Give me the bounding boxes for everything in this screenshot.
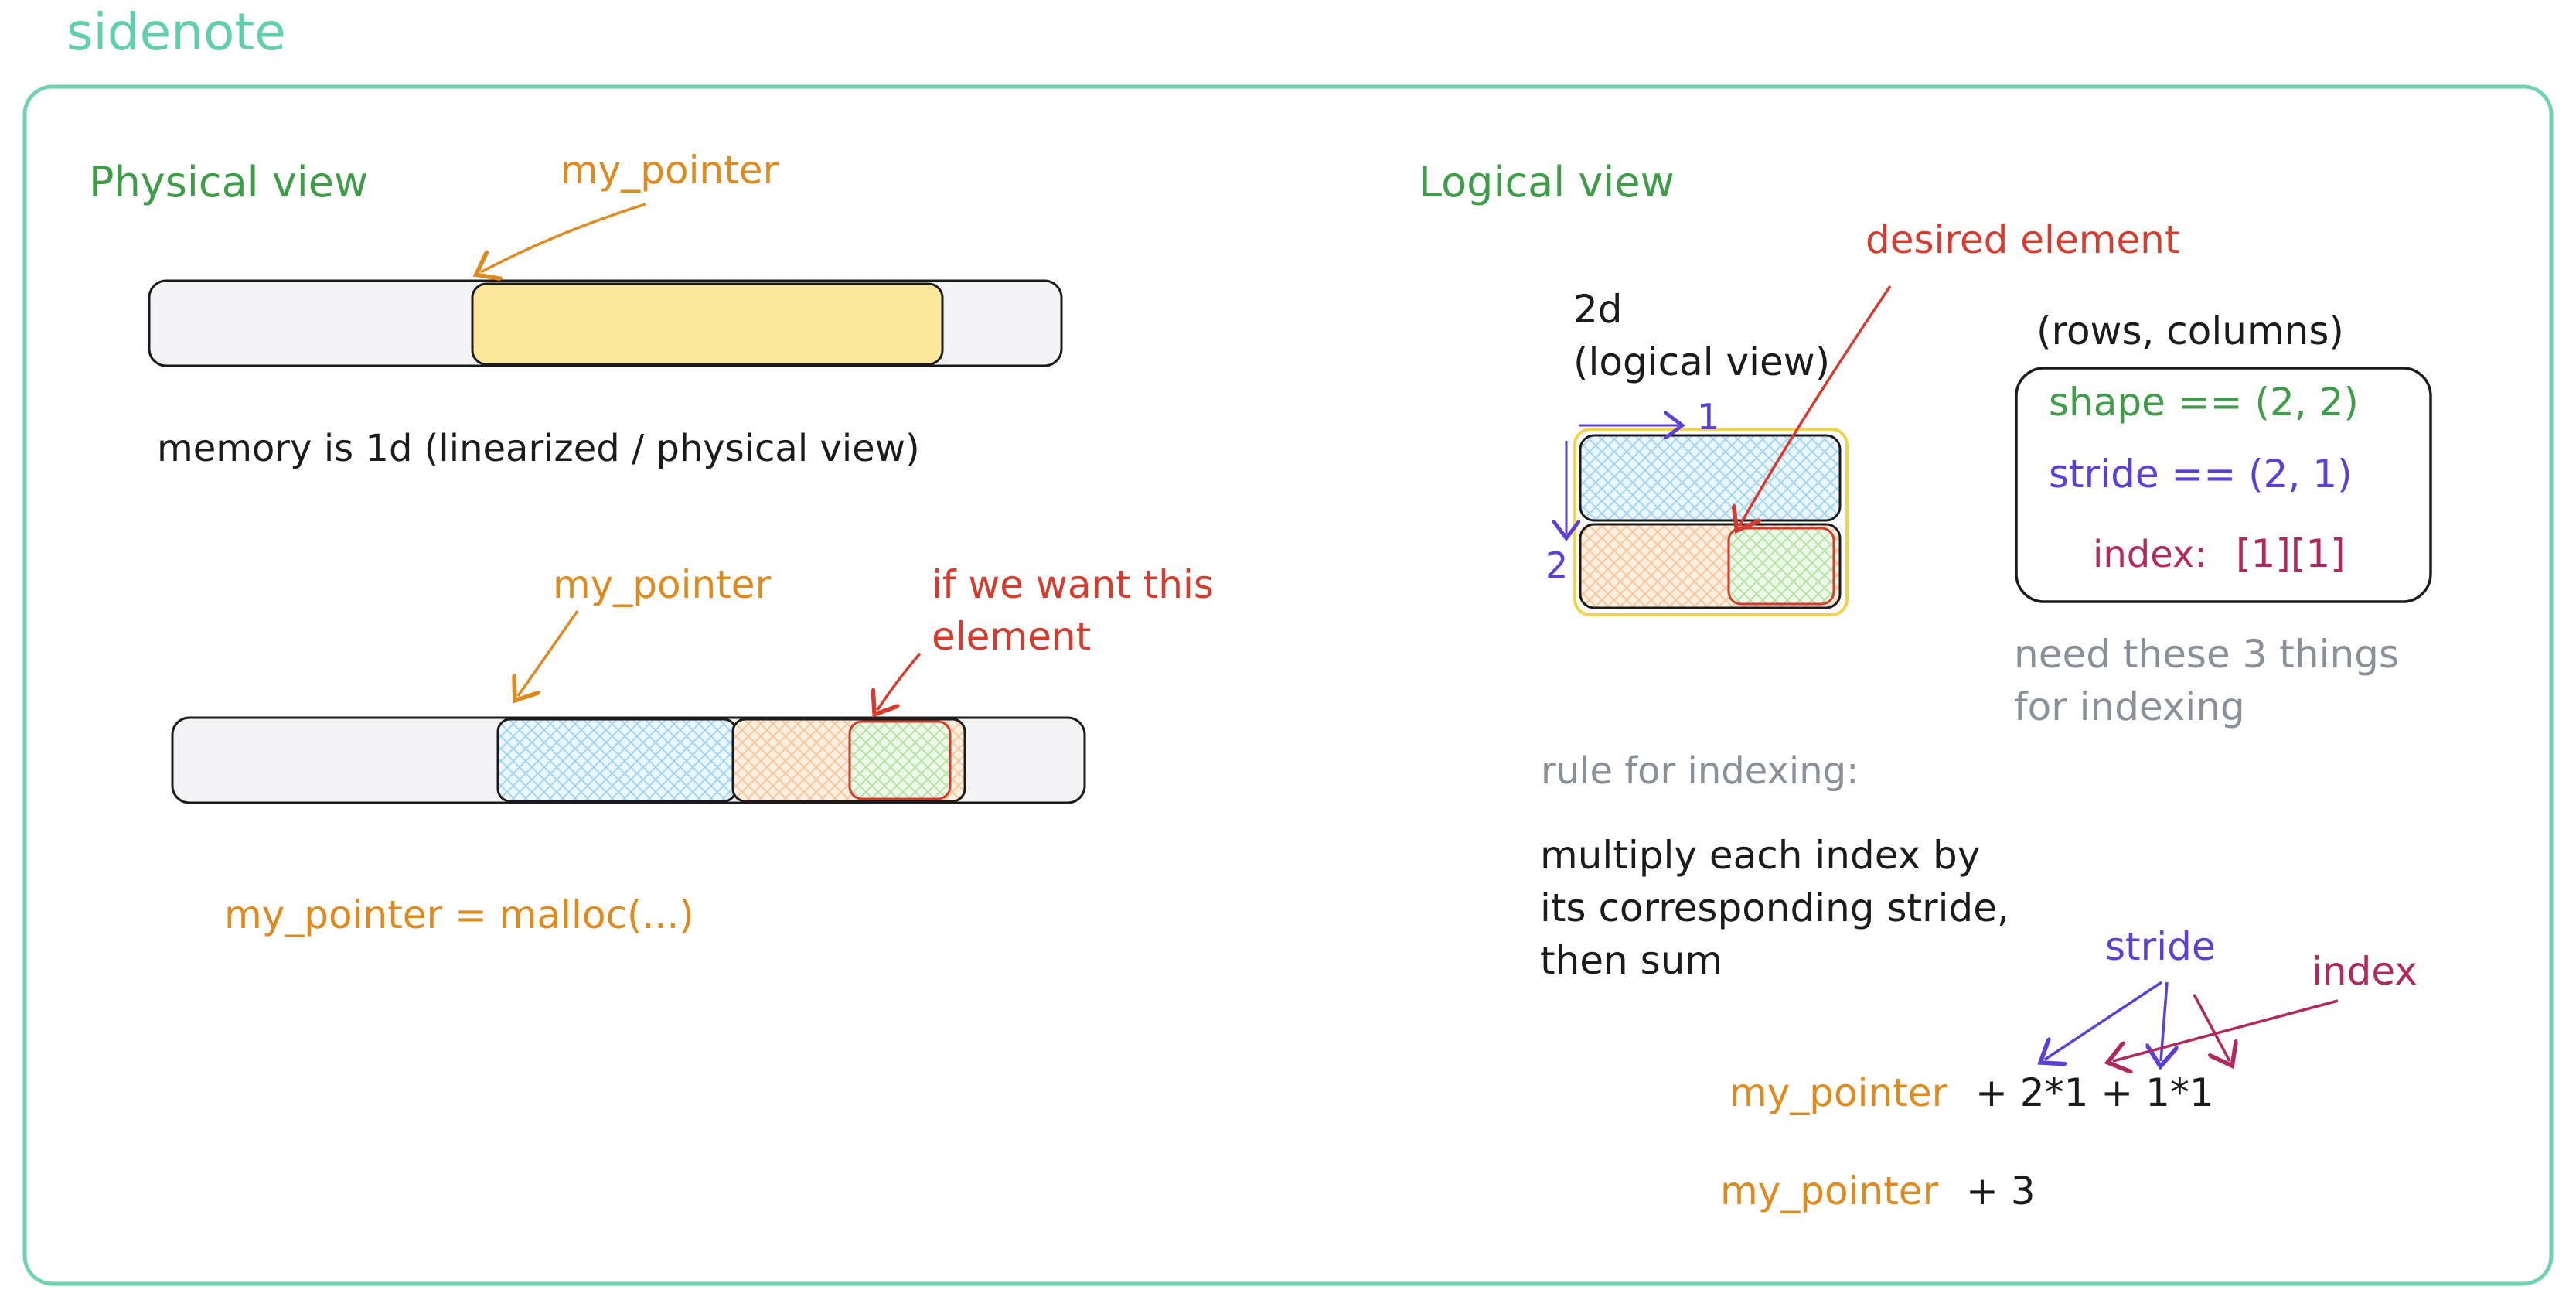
- index-param-value: [1][1]: [2236, 531, 2346, 576]
- block-green-selected: [848, 720, 952, 800]
- shape-label: shape == (2, 2): [2049, 380, 2359, 425]
- index-param-label: index:: [2093, 533, 2207, 576]
- desired-arrow: [1739, 285, 1892, 526]
- col-axis-label: 1: [1697, 396, 1720, 438]
- pointer-label-1: my_pointer: [561, 148, 779, 193]
- stride-arrow-left: [2045, 981, 2162, 1060]
- grid-row-0: [1579, 434, 1842, 522]
- physical-heading: Physical view: [89, 158, 369, 206]
- result-pointer: my_pointer: [1720, 1169, 1939, 1213]
- twod-label: 2d: [1573, 287, 1623, 332]
- multiply-line3: then sum: [1540, 938, 1723, 983]
- block-blue: [496, 718, 738, 803]
- allocated-block-top: [471, 282, 944, 366]
- want-element-line1: if we want this: [932, 562, 1214, 607]
- pointer-label-2: my_pointer: [553, 562, 772, 607]
- need-line2: for indexing: [2014, 684, 2245, 729]
- multiply-line1: multiply each index by: [1540, 833, 1981, 878]
- index-arrow-right: [2193, 994, 2230, 1061]
- malloc-line: my_pointer = malloc(...): [224, 892, 694, 937]
- twod-sublabel: (logical view): [1573, 340, 1831, 384]
- want-element-line2: element: [932, 614, 1092, 659]
- grid-cell-1-1: [1727, 527, 1835, 606]
- formula-pointer: my_pointer: [1729, 1070, 1948, 1115]
- logical-heading: Logical view: [1419, 158, 1675, 206]
- rule-label: rule for indexing:: [1541, 749, 1859, 793]
- want-arrow: [877, 652, 922, 710]
- params-box: [2015, 367, 2432, 603]
- multiply-line2: its corresponding stride,: [1540, 886, 2009, 930]
- index-arrow-left: [2113, 999, 2339, 1061]
- index-formula-label: index: [2312, 949, 2418, 994]
- row-axis-label: 2: [1545, 544, 1569, 586]
- rows-columns-label: (rows, columns): [2036, 309, 2344, 353]
- page-title: sidenote: [66, 2, 286, 62]
- formula-rest: + 2*1 + 1*1: [1975, 1070, 2214, 1115]
- stride-param-label: stride == (2, 1): [2049, 452, 2353, 497]
- result-rest: + 3: [1966, 1169, 2036, 1213]
- pointer-arrow-1: [481, 203, 646, 272]
- pointer-arrow-2: [518, 609, 579, 696]
- desired-element-label: desired element: [1866, 217, 2180, 262]
- stride-formula-label: stride: [2105, 924, 2216, 969]
- memory-caption: memory is 1d (linearized / physical view…: [157, 427, 920, 470]
- need-line1: need these 3 things: [2014, 632, 2399, 677]
- outer-frame: [22, 84, 2554, 1286]
